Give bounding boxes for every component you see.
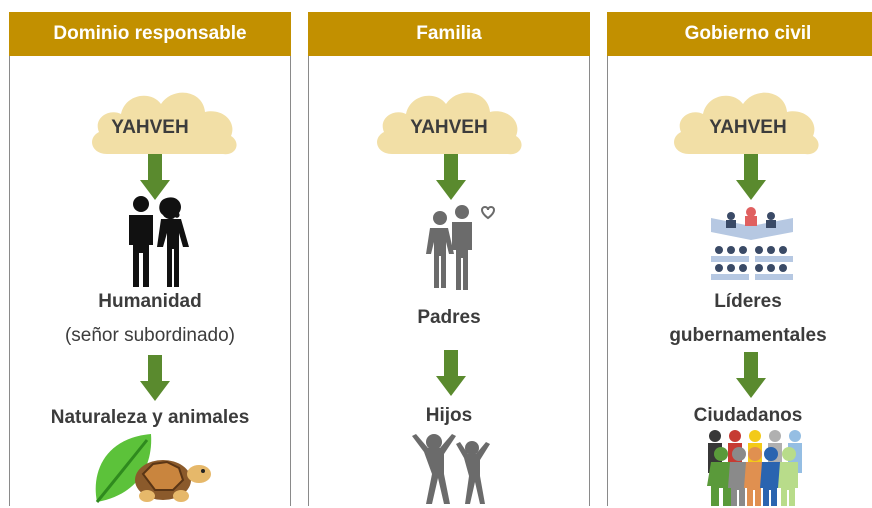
cloud-icon: [377, 92, 522, 155]
arrow-down-icon: [140, 154, 170, 200]
cloud-icon: [92, 92, 237, 155]
arrow-down-icon: [436, 154, 466, 200]
leaf-icon: [95, 434, 152, 503]
turtle-icon: [135, 460, 211, 502]
column-body: [308, 56, 590, 506]
citizens-crowd-icon: [707, 430, 802, 506]
arrow-down-icon: [736, 352, 766, 398]
hijos-label: Hijos: [425, 405, 473, 426]
column-gobierno: Gobierno civil YAHVEH Líderes gubernamen…: [607, 12, 872, 506]
column-body: [607, 56, 872, 506]
cloud-icon: [674, 92, 819, 155]
padres-label: Padres: [417, 307, 481, 328]
yahveh-label: YAHVEH: [709, 117, 787, 138]
column-header: Dominio responsable: [9, 12, 291, 56]
humanidad-sublabel: (señor subordinado): [64, 325, 236, 346]
ciudadanos-label: Ciudadanos: [693, 405, 803, 426]
yahveh-label: YAHVEH: [111, 117, 189, 138]
lideres-label: Líderes: [714, 291, 782, 312]
parents-heart-icon: [426, 205, 496, 290]
gubernamentales-label: gubernamentales: [669, 325, 827, 346]
arrow-down-icon: [436, 350, 466, 396]
column-header: Gobierno civil: [607, 12, 872, 56]
assembly-icon: [711, 207, 793, 280]
column-body: [9, 56, 291, 506]
naturaleza-label: Naturaleza y animales: [50, 407, 250, 428]
arrow-down-icon: [140, 355, 170, 401]
column-familia: Familia YAHVEH Padres Hijos: [308, 12, 590, 506]
arrow-down-icon: [736, 154, 766, 200]
couple-icon: [129, 196, 189, 287]
humanidad-label: Humanidad: [98, 291, 202, 312]
yahveh-label: YAHVEH: [410, 117, 488, 138]
column-dominio: Dominio responsable YAHVEH Humanidad (se…: [9, 12, 291, 506]
children-jumping-icon: [412, 434, 490, 504]
column-header: Familia: [308, 12, 590, 56]
